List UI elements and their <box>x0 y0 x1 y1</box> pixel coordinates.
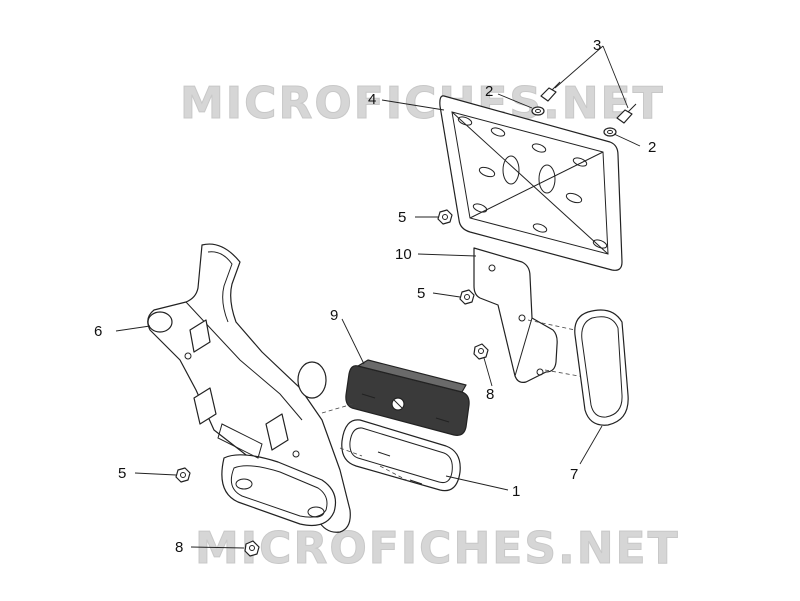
callout-2a: 2 <box>485 83 493 100</box>
watermark-bottom: MICROFICHES.NET <box>195 523 680 574</box>
washer-part <box>531 106 617 137</box>
callout-5c: 5 <box>118 465 126 482</box>
license-plate-holder-part <box>439 95 623 271</box>
light-bracket-part <box>473 247 591 383</box>
nut-part <box>175 209 475 483</box>
callout-2b: 2 <box>648 139 656 156</box>
callout-3: 3 <box>593 37 601 54</box>
watermark-top: MICROFICHES.NET <box>180 78 665 129</box>
rear-fender-bracket-part <box>147 243 351 533</box>
screw-part <box>540 81 637 124</box>
callout-labels: 3 2 2 4 5 10 5 6 9 8 5 1 7 8 <box>94 37 656 556</box>
callout-4: 4 <box>368 91 376 108</box>
callout-1: 1 <box>512 483 520 500</box>
callout-5b: 5 <box>417 285 425 302</box>
reflector-part <box>574 309 629 426</box>
callout-8a: 8 <box>486 386 494 403</box>
callout-6: 6 <box>94 323 102 340</box>
flange-nut-part <box>244 343 489 557</box>
lens-gasket-part <box>321 402 461 492</box>
tail-light-part <box>345 359 470 436</box>
callout-9: 9 <box>330 307 338 324</box>
callout-5a: 5 <box>398 209 406 226</box>
callout-10: 10 <box>395 246 412 263</box>
leader-lines <box>115 45 641 549</box>
callout-8b: 8 <box>175 539 183 556</box>
callout-7: 7 <box>570 466 578 483</box>
